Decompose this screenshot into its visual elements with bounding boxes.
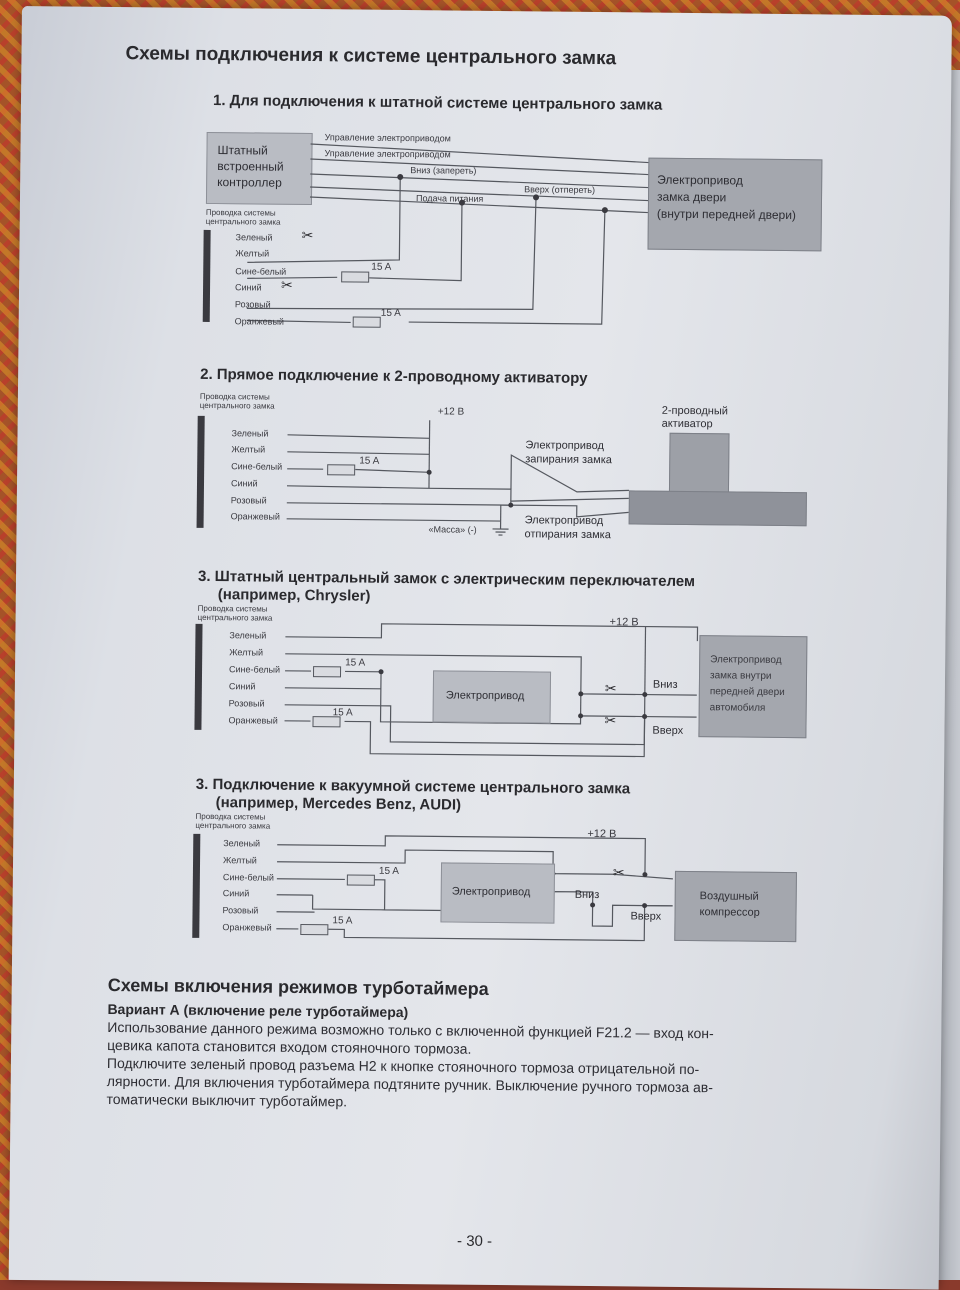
s4-plus12: +12 В [587,828,616,840]
manual-page: Схемы подключения к системе центрального… [9,6,952,1290]
turbo-variant: Вариант А (включение реле турботаймера) [107,1001,408,1020]
turbo-text-line-5: томатически выключит турботаймер. [106,1091,347,1110]
s4-fuse-label-2: 15 A [332,915,352,926]
s4-fuse-label-1: 15 A [379,866,399,877]
section4-wiring [12,6,922,975]
fuse-icon [300,924,328,935]
turbo-text-line-2: цевика капота становится входом стояночн… [107,1037,471,1057]
page-number: - 30 - [457,1233,492,1250]
cut-icon: ✂ [613,864,625,881]
fuse-icon [347,874,375,885]
s4-down-label: Вниз [575,889,600,901]
s4-compressor-box: Воздушный компрессор [674,871,797,942]
s4-up-label: Вверх [630,910,661,922]
turbo-title: Схемы включения режимов турботаймера [108,975,489,1000]
s4-actuator-box: Электропривод [440,862,555,923]
